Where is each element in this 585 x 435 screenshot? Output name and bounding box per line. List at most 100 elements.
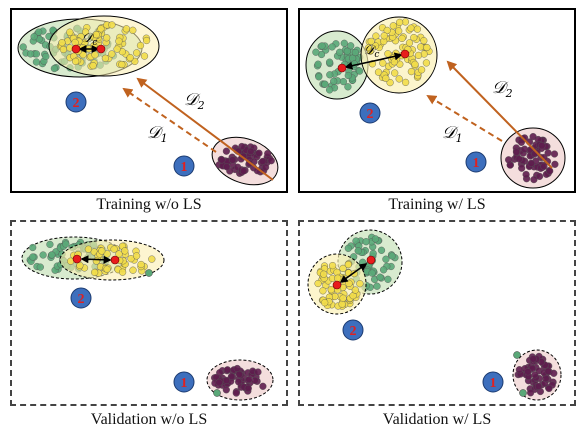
cluster-point xyxy=(245,375,253,384)
purple-cluster-points xyxy=(514,352,558,397)
caption-validation-without-ls: Validation w/o LS xyxy=(90,411,208,428)
cluster-point xyxy=(84,245,93,253)
cluster-point xyxy=(232,389,240,397)
outlier-point xyxy=(513,351,521,359)
cluster-point xyxy=(390,58,399,66)
cluster-point xyxy=(344,71,352,80)
cluster-point xyxy=(340,39,348,47)
cluster-point xyxy=(315,73,323,81)
cluster-point xyxy=(122,25,131,33)
cluster-point xyxy=(148,255,156,263)
cluster-point xyxy=(35,28,43,36)
cluster-point xyxy=(407,24,415,32)
cluster-point xyxy=(527,389,535,397)
cluster-point xyxy=(344,260,352,269)
cluster-point xyxy=(379,59,387,67)
yellow-centroid xyxy=(400,49,410,59)
cluster-point xyxy=(356,280,364,288)
cluster-point xyxy=(62,240,70,248)
cluster-point xyxy=(410,34,418,42)
cluster-point xyxy=(536,172,544,181)
cluster-point xyxy=(395,27,403,35)
cluster-point xyxy=(538,142,546,150)
cluster-point xyxy=(264,149,272,158)
svg-text:2: 2 xyxy=(78,292,85,307)
cluster-point xyxy=(351,286,359,294)
cluster-point xyxy=(377,246,386,254)
cluster-point xyxy=(345,279,353,288)
cluster-point xyxy=(423,43,431,52)
cluster-point xyxy=(527,159,535,167)
cluster-point xyxy=(344,83,352,91)
cluster-point xyxy=(395,18,404,27)
cluster-point xyxy=(126,54,134,62)
purple-cluster-points xyxy=(215,142,275,177)
cluster-point xyxy=(129,26,137,34)
d2-label: 𝒟2 xyxy=(492,78,513,100)
d2-label: 𝒟2 xyxy=(184,90,205,112)
cluster-point xyxy=(71,57,80,66)
cluster-point xyxy=(343,47,351,55)
cluster-point xyxy=(530,176,538,184)
cluster-point xyxy=(223,366,232,374)
panel-training-with-ls: 𝒟c 𝒟2 𝒟1 2 1 xyxy=(298,8,576,193)
cluster-point xyxy=(19,43,27,51)
badge-2: 2 xyxy=(359,102,381,124)
cluster-point xyxy=(326,86,334,94)
green-centroid xyxy=(366,255,376,265)
svg-text:2: 2 xyxy=(73,96,80,111)
cluster-point xyxy=(39,251,47,259)
cluster-point xyxy=(364,44,373,52)
cluster-point xyxy=(354,247,362,255)
cluster-point xyxy=(262,163,270,171)
cluster-point xyxy=(267,157,275,165)
cluster-point xyxy=(50,64,59,73)
badge-1: 1 xyxy=(465,151,487,173)
cluster-point xyxy=(314,279,322,288)
cluster-point xyxy=(521,145,529,153)
cluster-point xyxy=(136,41,145,50)
cluster-point xyxy=(101,54,110,62)
cluster-point xyxy=(335,48,344,56)
cluster-point xyxy=(550,150,559,158)
cluster-point xyxy=(382,255,390,263)
d1-arrow xyxy=(426,94,503,142)
cluster-point xyxy=(222,147,231,155)
cluster-point xyxy=(368,269,376,277)
cluster-point xyxy=(328,43,336,51)
cluster-point xyxy=(540,162,548,170)
cluster-point xyxy=(529,132,537,141)
dc-arrow xyxy=(344,52,403,70)
cluster-point xyxy=(344,244,352,252)
cluster-point xyxy=(380,32,388,40)
cluster-point xyxy=(546,167,554,175)
cluster-point xyxy=(339,77,348,86)
panel-diagram: 2 1 xyxy=(307,229,562,401)
cluster-point xyxy=(417,66,426,74)
cluster-point xyxy=(389,22,397,30)
cluster-point xyxy=(384,275,392,283)
dc-arrow xyxy=(339,263,368,283)
cluster-point xyxy=(319,287,327,295)
cluster-point xyxy=(240,167,248,175)
yellow-cluster-points xyxy=(56,21,151,70)
cluster-point xyxy=(376,273,384,281)
cluster-point xyxy=(330,77,338,85)
cluster-point xyxy=(66,28,74,36)
cluster-point xyxy=(118,268,127,276)
cluster-point xyxy=(512,148,521,156)
cluster-point xyxy=(414,51,423,60)
caption-training-without-ls: Training w/o LS xyxy=(96,196,202,213)
d2-arrow xyxy=(446,60,553,169)
yellow-cluster-points xyxy=(364,18,433,87)
outlier-point xyxy=(213,389,221,397)
cluster-point xyxy=(518,164,526,172)
cluster-point xyxy=(259,157,267,166)
svg-text:1: 1 xyxy=(490,376,497,391)
cluster-point xyxy=(328,261,337,270)
cluster-point xyxy=(522,170,530,179)
cluster-point xyxy=(29,253,37,261)
cluster-point xyxy=(388,252,396,260)
cluster-point xyxy=(355,67,364,75)
cluster-point xyxy=(48,251,56,259)
